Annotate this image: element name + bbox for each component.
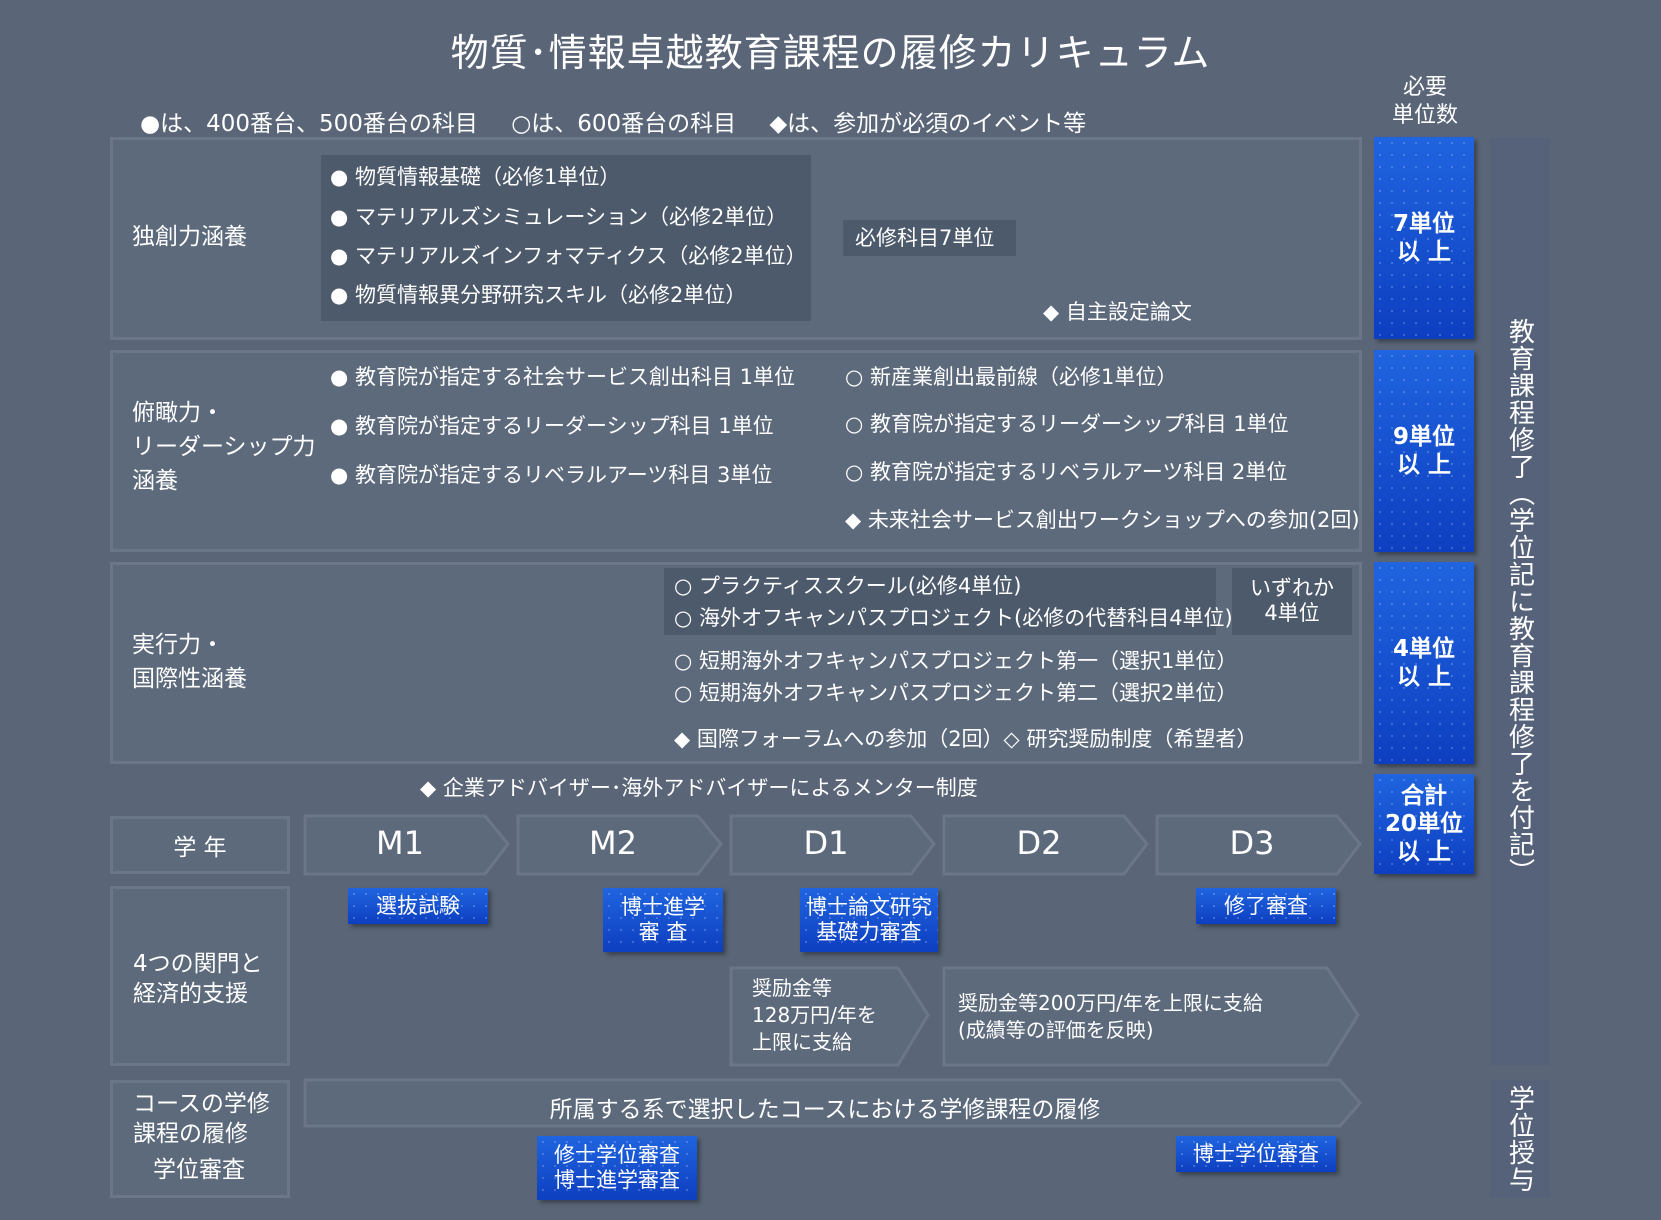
course-item: ● 物質情報基礎（必修1単位） <box>330 165 621 189</box>
stage-arrow-m1 <box>303 814 510 876</box>
stage-label: D2 <box>1016 824 1062 862</box>
gate-completion-exam: 修了審査 <box>1196 888 1336 924</box>
course-item: ● 教育院が指定するリベラルアーツ科目 3単位 <box>330 463 773 487</box>
legend-diamond: ◆は、参加が必須のイベント等 <box>769 111 1087 137</box>
course-item: ○ 短期海外オフキャンパスプロジェクト第二（選択2単位） <box>674 681 1238 705</box>
masters-degree-exam: 修士学位審査 博士進学審査 <box>537 1136 697 1200</box>
required-credits-2: 9単位 以 上 <box>1374 350 1474 552</box>
support-text-2: 奨励金等200万円/年を上限に支給 (成績等の評価を反映) <box>958 991 1263 1042</box>
support-text-1: 奨励金等 128万円/年を 上限に支給 <box>752 976 877 1054</box>
stage-arrow-d3 <box>1155 814 1362 876</box>
gates-label-box: 4つの関門と 経済的支援 <box>110 886 290 1066</box>
group-label-leadership: 俯瞰力・ リーダーシップ力 涵養 <box>132 400 316 494</box>
group-label-global: 実行力・ 国際性涵養 <box>132 632 247 692</box>
course-item: ○ 短期海外オフキャンパスプロジェクト第一（選択1単位） <box>674 649 1238 673</box>
course-label-box: コースの学修 課程の履修 学位審査 <box>110 1080 290 1198</box>
event-item: ◆ 未来社会サービス創出ワークショップへの参加(2回) <box>845 508 1360 532</box>
required-credits-1: 7単位 以 上 <box>1374 137 1474 339</box>
required-summary: 必修科目7単位 <box>843 220 1016 256</box>
course-item: ○ プラクティススクール(必修4単位) <box>674 574 1022 598</box>
stage-label: M1 <box>376 824 424 862</box>
page-title: 物質･情報卓越教育課程の履修カリキュラム <box>450 31 1211 75</box>
required-credits-header: 必要 単位数 <box>1391 75 1458 128</box>
stage-arrow-d2 <box>942 814 1149 876</box>
course-item: ● 物質情報異分野研究スキル（必修2単位） <box>330 283 747 307</box>
required-credits-3: 4単位 以 上 <box>1374 562 1474 764</box>
stage-arrow-d1 <box>729 814 936 876</box>
support-arrow-1 <box>729 966 930 1067</box>
stage-label: D3 <box>1229 824 1275 862</box>
course-item: ○ 教育院が指定するリベラルアーツ科目 2単位 <box>845 460 1288 484</box>
stage-label: D1 <box>803 824 849 862</box>
doctoral-degree-exam: 博士学位審査 <box>1176 1136 1336 1172</box>
course-item: ● マテリアルズシミュレーション（必修2単位） <box>330 205 788 229</box>
choice-box <box>664 568 1216 635</box>
event-item: ◆ 自主設定論文 <box>1043 300 1192 324</box>
gate-thesis-basic: 博士論文研究 基礎力審査 <box>800 888 938 952</box>
gate-doctoral-entrance: 博士進学 審 査 <box>603 888 723 952</box>
year-label-box: 学 年 <box>110 816 290 874</box>
course-item: ○ 新産業創出最前線（必修1単位） <box>845 365 1178 389</box>
event-item: ◆ 国際フォーラムへの参加（2回）◇ 研究奨励制度（希望者） <box>674 727 1258 751</box>
course-item: ● マテリアルズインフォマティクス（必修2単位） <box>330 244 807 268</box>
group-label-originality: 独創力涵養 <box>132 224 247 250</box>
mentor-system: ◆ 企業アドバイザー･海外アドバイザーによるメンター制度 <box>420 776 978 800</box>
legend-filled: ●は、400番台、500番台の科目 <box>140 111 478 137</box>
required-courses-box <box>321 155 811 321</box>
legend: ●は、400番台、500番台の科目 ○は、600番台の科目 ◆は、参加が必須のイ… <box>140 104 1112 138</box>
gate-selection-exam: 選抜試験 <box>348 888 488 924</box>
support-arrow-2 <box>942 966 1360 1067</box>
choice-summary: いずれか 4単位 <box>1232 568 1352 635</box>
group-leadership <box>110 350 1362 552</box>
course-arrow-text: 所属する系で選択したコースにおける学修課程の履修 <box>549 1097 1101 1123</box>
stage-arrow-m2 <box>516 814 723 876</box>
course-item: ● 教育院が指定する社会サービス創出科目 1単位 <box>330 365 796 389</box>
course-item: ● 教育院が指定するリーダーシップ科目 1単位 <box>330 414 774 438</box>
completion-note: 教育課程修了（学位記に教育課程修了を付記） <box>1490 137 1550 1065</box>
stage-label: M2 <box>589 824 637 862</box>
course-arrow <box>303 1078 1362 1128</box>
legend-open: ○は、600番台の科目 <box>511 111 737 137</box>
course-item: ○ 海外オフキャンパスプロジェクト(必修の代替科目4単位) <box>674 606 1233 630</box>
total-credits: 合計 20単位 以 上 <box>1374 774 1474 874</box>
course-item: ○ 教育院が指定するリーダーシップ科目 1単位 <box>845 412 1289 436</box>
degree-award: 学位授与 <box>1490 1080 1550 1198</box>
